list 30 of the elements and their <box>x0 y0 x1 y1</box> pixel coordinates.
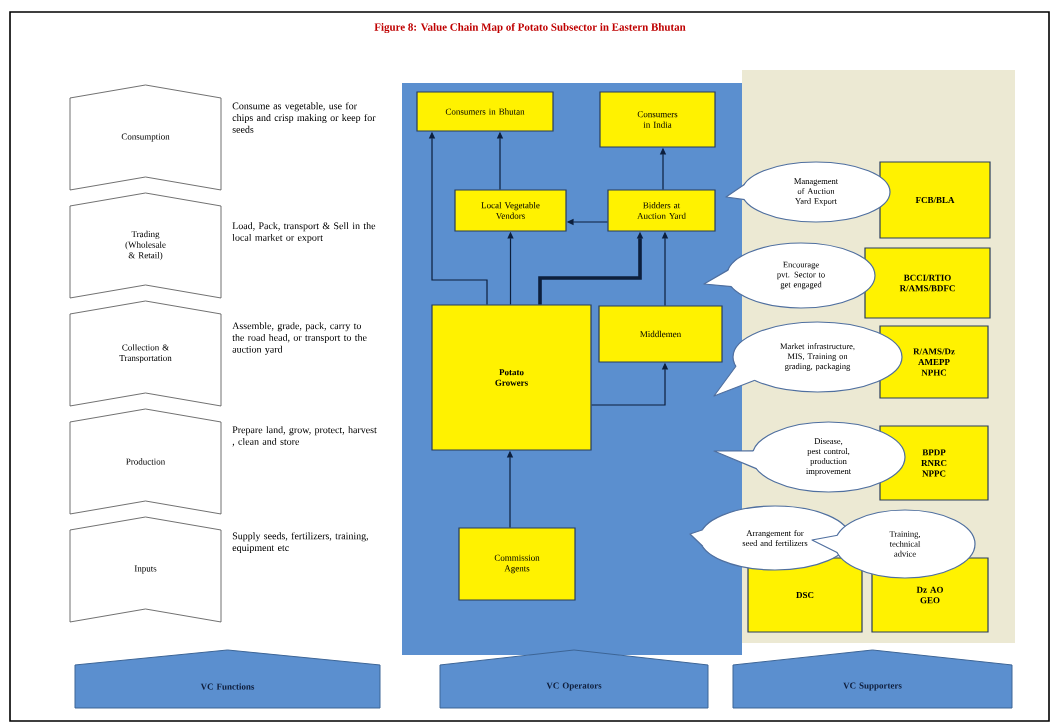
category-band: VC Functions <box>74 649 381 709</box>
description-text: Load, Pack, transport & Sell in the local market or export <box>232 222 376 243</box>
speech-bubble: Arrangement for seed and fertilizers <box>689 505 851 571</box>
description-text: Consume as vegetable, use for chips and crisp making or keep for seeds <box>232 102 376 133</box>
description-text: Prepare land, grow, protect, harvest , clean and store <box>232 426 377 447</box>
actor-box: Consumers in Bhutan <box>416 91 554 132</box>
stage-block: Trading (Wholesale & Retail) <box>69 192 222 299</box>
stage-block: Inputs <box>69 516 222 623</box>
speech-bubble: Training, technical advice <box>811 509 976 579</box>
figure-title: Figure 8: Value Chain Map of Potato Subsector in Eastern Bhutan <box>374 22 686 34</box>
actor-box: Local Vegetable Vendors <box>454 189 567 232</box>
agency-box: BCCI/RTIO R/AMS/BDFC <box>864 247 991 319</box>
category-band: VC Operators <box>439 649 709 709</box>
actor-box: Commission Agents <box>458 527 576 601</box>
actor-box: Middlemen <box>598 305 723 363</box>
description-text: Supply seeds, fertilizers, training, equipment etc <box>232 532 368 554</box>
stage-block: Production <box>69 408 222 515</box>
speech-bubble: Management of Auction Yard Export <box>725 161 891 223</box>
actor-box: Consumers in India <box>599 91 716 148</box>
speech-bubble: Disease, pest control, production improvement <box>713 421 906 493</box>
stage-block: Consumption <box>69 84 222 191</box>
speech-bubble: Market infrastructure, MIS, Training on grading, packaging <box>713 321 903 397</box>
category-band: VC Supporters <box>732 649 1013 709</box>
actor-box: Potato Growers <box>431 304 592 451</box>
agency-box: R/AMS/Dz AMEPP NPHC <box>879 325 989 399</box>
agency-box: FCB/BLA <box>879 161 991 239</box>
speech-bubble: Encourage pvt. Sector to get engaged <box>703 242 876 309</box>
stage-block: Collection & Transportation <box>69 300 222 407</box>
actor-box: Bidders at Auction Yard <box>607 189 716 232</box>
description-text: Assemble, grade, pack, carry to the road head, or transport to the auction yard <box>232 322 367 355</box>
